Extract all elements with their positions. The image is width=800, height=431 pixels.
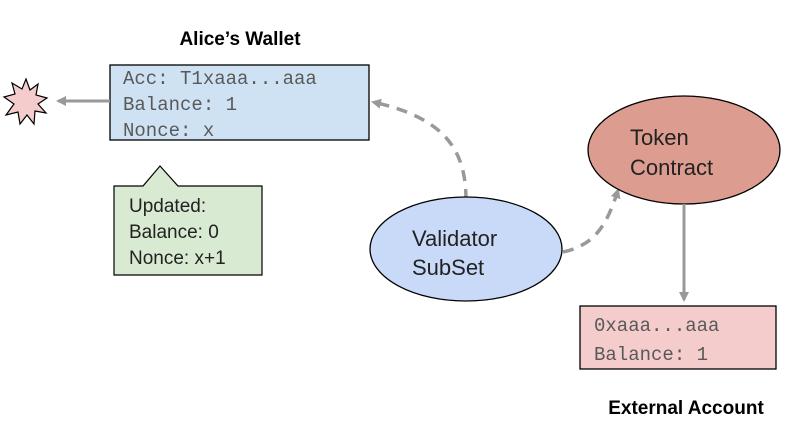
external-account-title: External Account (608, 398, 764, 419)
wallet-box-bg (109, 64, 370, 141)
callout-nonce-line: Nonce: x+1 (129, 248, 226, 269)
validator-node (369, 196, 563, 302)
wallet-title: Alice’s Wallet (179, 29, 301, 50)
validator-label-line1: Validator (412, 226, 497, 251)
external-account-box: 0xaaa...aaa Balance: 1 (579, 305, 777, 370)
wallet-account-line: Acc: T1xaaa...aaa (123, 68, 317, 90)
updated-callout (113, 165, 263, 276)
token-contract-node (587, 95, 781, 205)
external-account-address-line: 0xaaa...aaa (594, 315, 719, 337)
callout-balance-line: Balance: 0 (129, 222, 219, 243)
burst-icon (2, 77, 49, 126)
wallet-nonce-line: Nonce: x (123, 120, 214, 142)
validator-to-wallet-arrow (371, 98, 468, 201)
validator-label-line2: SubSet (412, 255, 484, 280)
token-contract-label-line1: Token (630, 125, 689, 150)
external-account-balance-line: Balance: 1 (594, 344, 708, 366)
wallet-balance-line: Balance: 1 (123, 94, 237, 116)
wallet-box: Acc: T1xaaa...aaa Balance: 1 Nonce: x (109, 64, 370, 142)
token-contract-label-line2: Contract (630, 155, 713, 180)
validator-to-token-arrow (562, 188, 621, 254)
callout-updated-line: Updated: (129, 196, 206, 217)
external-account-box-bg (579, 305, 777, 370)
